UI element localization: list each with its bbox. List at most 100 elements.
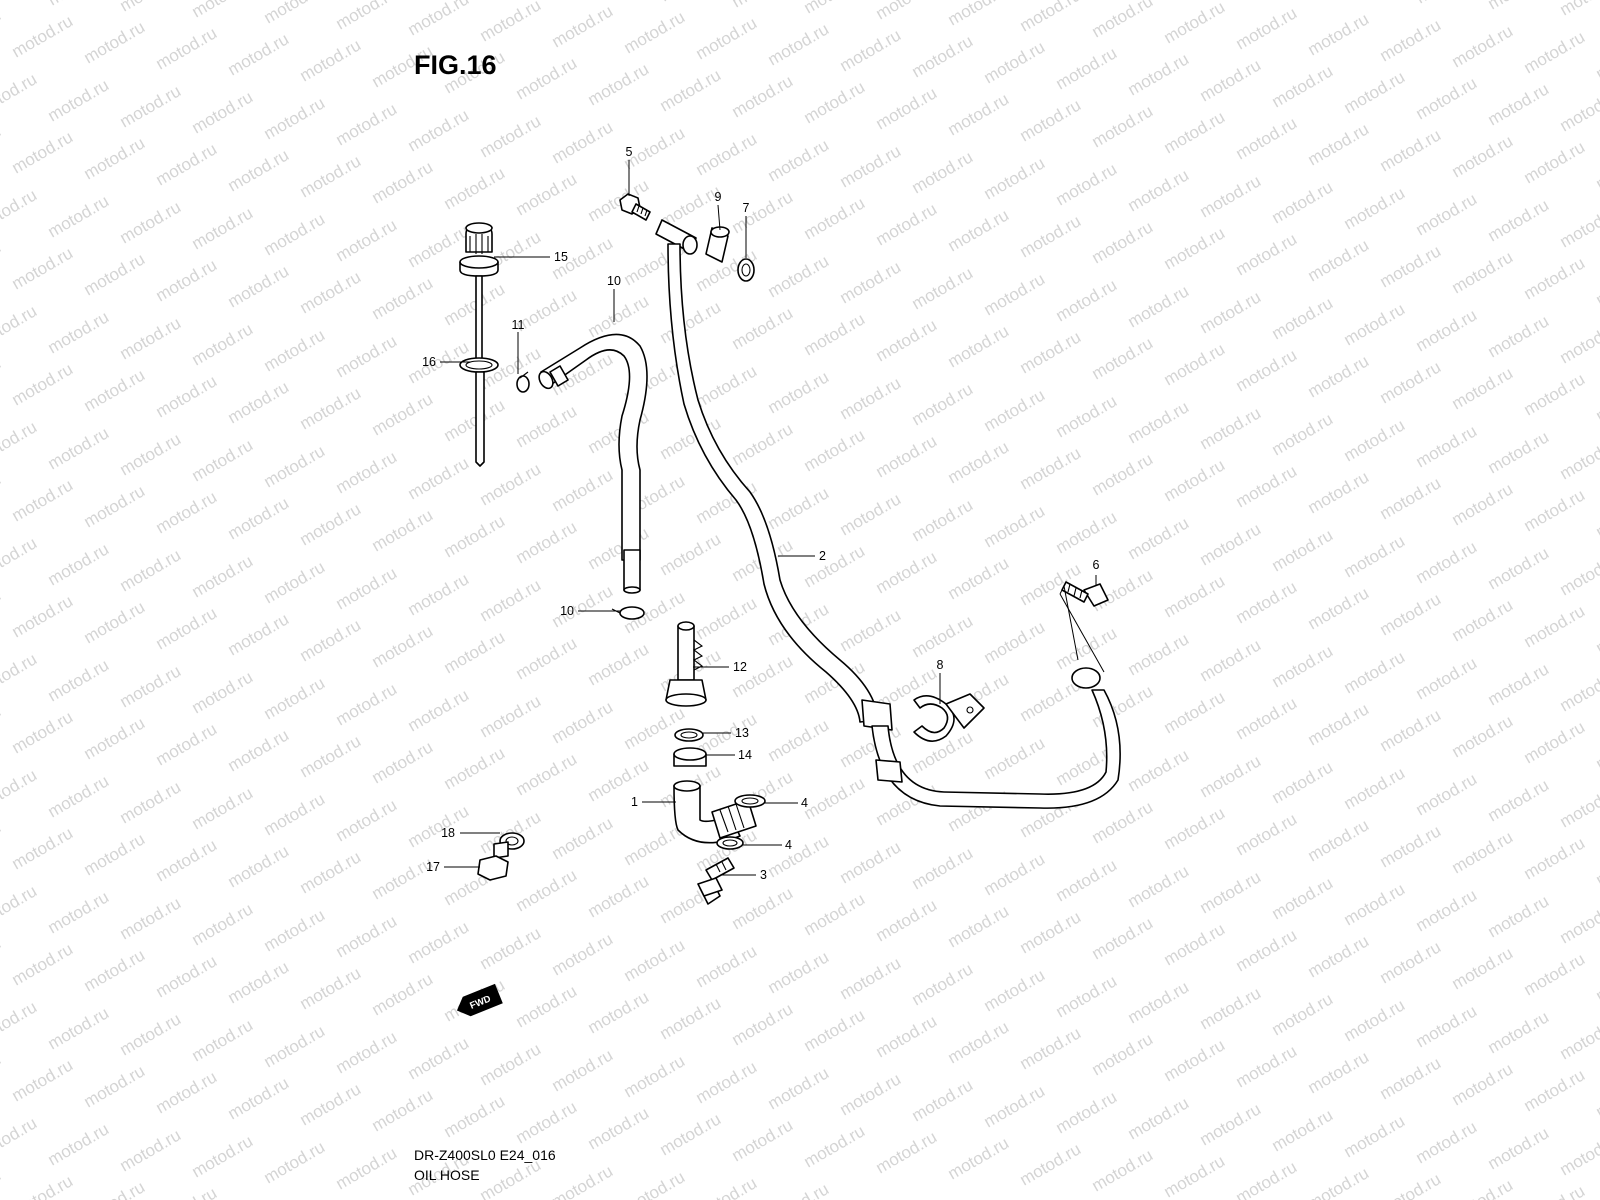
watermark-text: motod.ru — [1305, 931, 1373, 981]
watermark-text: motod.ru — [981, 269, 1049, 319]
watermark-text: motod.ru — [333, 1027, 401, 1077]
watermark-text: motod.ru — [1521, 949, 1589, 999]
watermark-text: motod.ru — [333, 215, 401, 265]
watermark-text: motod.ru — [0, 353, 4, 403]
watermark-text: motod.ru — [1125, 397, 1193, 447]
watermark-text: motod.ru — [1593, 839, 1600, 889]
watermark-text: motod.ru — [1485, 195, 1553, 245]
watermark-text: motod.ru — [9, 243, 77, 293]
watermark-text: motod.ru — [1521, 485, 1589, 535]
watermark-text: motod.ru — [1161, 571, 1229, 621]
watermark-text: motod.ru — [873, 431, 941, 481]
watermark-text: motod.ru — [909, 379, 977, 429]
watermark-text: motod.ru — [477, 923, 545, 973]
watermark-text: motod.ru — [1089, 333, 1157, 383]
watermark-text: motod.ru — [0, 533, 40, 583]
watermark-text: motod.ru — [549, 697, 617, 747]
watermark-text: motod.ru — [1305, 467, 1373, 517]
watermark-text: motod.ru — [1269, 61, 1337, 111]
watermark-text: motod.ru — [1197, 1099, 1265, 1149]
watermark-text: motod.ru — [1305, 9, 1373, 59]
watermark-text: motod.ru — [1017, 443, 1085, 493]
watermark-text: motod.ru — [1161, 107, 1229, 157]
watermark-text: motod.ru — [0, 765, 40, 815]
watermark-text: motod.ru — [117, 197, 185, 247]
watermark-text: motod.ru — [45, 191, 113, 241]
watermark-text: motod.ru — [1377, 821, 1445, 871]
watermark-text: motod.ru — [729, 999, 797, 1049]
callout-10-upper: 10 — [607, 274, 621, 288]
watermark-text: motod.ru — [1125, 977, 1193, 1027]
watermark-text: motod.ru — [1341, 1111, 1409, 1161]
watermark-text: motod.ru — [873, 547, 941, 597]
watermark-text: motod.ru — [513, 169, 581, 219]
watermark-text: motod.ru — [0, 649, 40, 699]
watermark-text: motod.ru — [0, 69, 40, 119]
watermark-text: motod.ru — [1017, 327, 1085, 377]
watermark-text: motod.ru — [1341, 415, 1409, 465]
watermark-text: motod.ru — [909, 611, 977, 661]
figure-name: OIL HOSE — [414, 1167, 480, 1183]
watermark-text: motod.ru — [1485, 79, 1553, 129]
watermark-text: motod.ru — [1305, 1163, 1373, 1200]
watermark-text: motod.ru — [1485, 311, 1553, 361]
elbow-hose-part-1 — [673, 780, 757, 844]
watermark-text: motod.ru — [225, 841, 293, 891]
watermark-text: motod.ru — [729, 651, 797, 701]
watermark-text: motod.ru — [765, 1063, 833, 1113]
watermark-text: motod.ru — [1017, 907, 1085, 957]
watermark-text: motod.ru — [0, 1113, 40, 1163]
watermark-text: motod.ru — [1413, 189, 1481, 239]
watermark-text: motod.ru — [765, 19, 833, 69]
watermark-text: motod.ru — [765, 367, 833, 417]
watermark-text: motod.ru — [513, 633, 581, 683]
watermark-text: motod.ru — [549, 117, 617, 167]
watermark-text: motod.ru — [1413, 0, 1481, 7]
watermark-text: motod.ru — [1125, 861, 1193, 911]
watermark-text: motod.ru — [117, 1009, 185, 1059]
watermark-text: motod.ru — [1233, 229, 1301, 279]
watermark-text: motod.ru — [117, 81, 185, 131]
watermark-text: motod.ru — [909, 263, 977, 313]
watermark-text: motod.ru — [153, 371, 221, 421]
watermark-text: motod.ru — [369, 969, 437, 1019]
watermark-text: motod.ru — [945, 321, 1013, 371]
watermark-text: motod.ru — [1197, 519, 1265, 569]
watermark-text: motod.ru — [0, 585, 4, 635]
watermark-text: motod.ru — [0, 469, 4, 519]
watermark-text: motod.ru — [549, 1, 617, 51]
callout-1: 1 — [631, 795, 638, 809]
watermark-text: motod.ru — [1233, 1041, 1301, 1091]
watermark-text: motod.ru — [1017, 1023, 1085, 1073]
watermark-text: motod.ru — [333, 563, 401, 613]
watermark-text: motod.ru — [225, 29, 293, 79]
watermark-text: motod.ru — [81, 17, 149, 67]
watermark-text: motod.ru — [225, 377, 293, 427]
watermark-text: motod.ru — [945, 901, 1013, 951]
watermark-text: motod.ru — [225, 725, 293, 775]
watermark-text: motod.ru — [1485, 775, 1553, 825]
watermark-text: motod.ru — [9, 127, 77, 177]
watermark-text: motod.ru — [585, 755, 653, 805]
callout-14: 14 — [738, 748, 752, 762]
watermark-text: motod.ru — [909, 959, 977, 1009]
watermark-text: motod.ru — [1161, 339, 1229, 389]
o-ring-part-7 — [737, 258, 755, 282]
watermark-text: motod.ru — [297, 1079, 365, 1129]
watermark-text: motod.ru — [225, 145, 293, 195]
watermark-text: motod.ru — [1161, 803, 1229, 853]
watermark-text: motod.ru — [1413, 305, 1481, 355]
watermark-text: motod.ru — [1233, 1157, 1301, 1200]
watermark-text: motod.ru — [1341, 299, 1409, 349]
watermark-text: motod.ru — [1593, 33, 1600, 83]
watermark-text: motod.ru — [153, 139, 221, 189]
watermark-text: motod.ru — [117, 1125, 185, 1175]
watermark-text: motod.ru — [225, 261, 293, 311]
watermark-text: motod.ru — [1089, 913, 1157, 963]
watermark-text: motod.ru — [0, 301, 40, 351]
watermark-text: motod.ru — [1305, 1047, 1373, 1097]
watermark-text: motod.ru — [1161, 0, 1229, 47]
watermark-text: motod.ru — [1053, 971, 1121, 1021]
watermark-text: motod.ru — [1017, 95, 1085, 145]
